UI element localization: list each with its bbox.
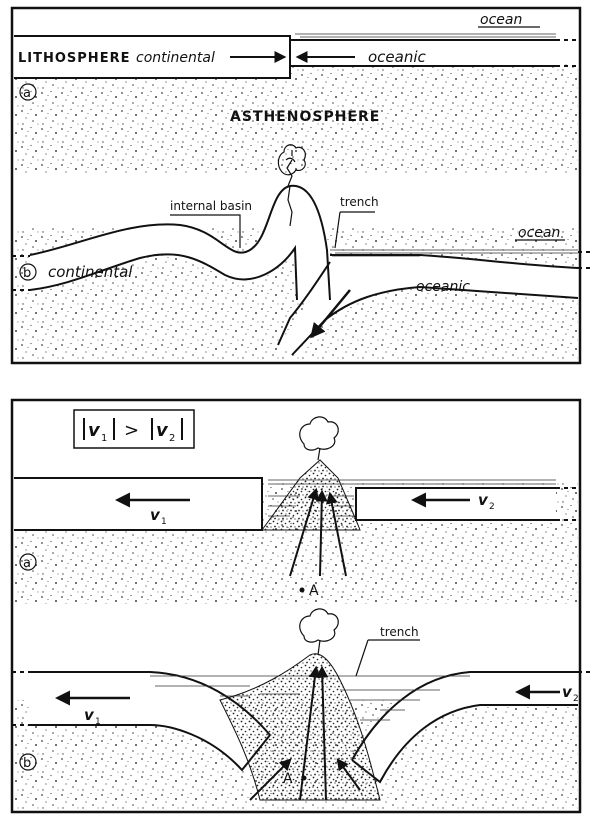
label-v2-sub-b: 2 — [573, 694, 579, 704]
eruption-plume-bottom-a — [300, 417, 339, 460]
label-v2-a: v — [478, 491, 489, 509]
label-continental-b: continental — [48, 263, 133, 281]
label-point-a-b: A — [283, 771, 293, 787]
label-v2-sub-a: 2 — [489, 502, 495, 512]
marker-a-top: a — [23, 86, 31, 101]
formula-v1: v — [88, 420, 101, 441]
label-lithosphere: LITHOSPHERE — [18, 51, 130, 66]
formula-sub1: 1 — [101, 433, 107, 444]
marker-a-bottom: a — [23, 556, 31, 571]
label-v2-b: v — [562, 683, 573, 701]
formula-gt: > — [124, 420, 139, 441]
label-internal-basin: internal basin — [170, 199, 252, 213]
formula-v2: v — [156, 420, 169, 441]
label-v1-a: v — [150, 506, 161, 524]
top-part-b: internal basin trench ocean continental … — [12, 145, 590, 360]
label-v1-b: v — [84, 706, 95, 724]
label-continental-a: continental — [136, 50, 215, 66]
ocean-water-a — [295, 34, 556, 37]
label-ocean-a: ocean — [480, 12, 522, 28]
label-point-a-a: A — [309, 583, 319, 599]
bottom-panel: v 1 > v 2 — [12, 400, 590, 812]
marker-b-bottom: b — [23, 756, 31, 771]
formula-sub2: 2 — [169, 433, 175, 444]
velocity-formula: v 1 > v 2 — [74, 410, 194, 448]
top-panel: LITHOSPHERE continental oceanic ocean AS… — [12, 8, 590, 363]
point-a-dot-b — [302, 776, 307, 781]
label-v1-sub-b: 1 — [95, 717, 101, 727]
eruption-plume-bottom-b — [300, 609, 339, 655]
label-trench-bottom: trench — [380, 625, 419, 639]
label-v1-sub-a: 1 — [161, 517, 167, 527]
label-asthenosphere: ASTHENOSPHERE — [230, 109, 380, 125]
label-oceanic-b: oceanic — [416, 279, 470, 295]
top-part-a: LITHOSPHERE continental oceanic ocean AS… — [14, 12, 580, 174]
label-oceanic-a: oceanic — [368, 48, 427, 66]
leader-trench-bottom — [356, 640, 420, 676]
label-ocean-b: ocean — [518, 225, 560, 241]
label-trench-top: trench — [340, 195, 379, 209]
marker-b-top: b — [23, 266, 31, 281]
bottom-part-b: trench v 1 v 2 A b — [12, 609, 590, 810]
point-a-dot-a — [300, 588, 305, 593]
